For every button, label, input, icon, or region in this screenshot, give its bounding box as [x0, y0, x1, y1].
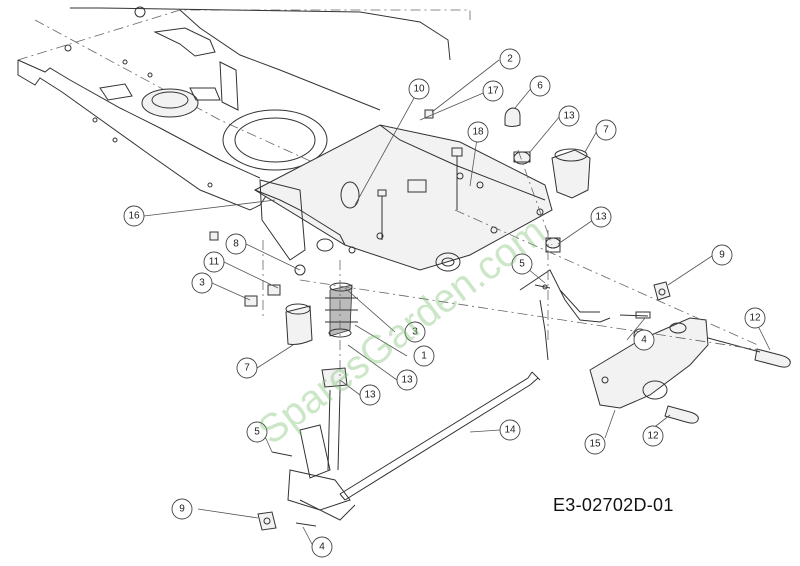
svg-text:1: 1 [421, 351, 427, 362]
callout-2: 2 [499, 48, 521, 70]
svg-text:8: 8 [233, 239, 239, 250]
svg-text:17: 17 [487, 86, 499, 97]
right-bushing-parts [504, 107, 591, 253]
svg-text:4: 4 [641, 335, 647, 346]
svg-text:13: 13 [364, 390, 376, 401]
callout-markers: 2 10 17 6 13 7 18 13 9 5 12 4 16 8 11 3 … [123, 48, 766, 558]
callout-7b: 7 [236, 357, 258, 379]
svg-text:9: 9 [179, 504, 185, 515]
tie-rod [339, 371, 541, 501]
svg-text:6: 6 [537, 81, 543, 92]
svg-text:7: 7 [244, 363, 250, 374]
callout-7a: 7 [595, 119, 617, 141]
svg-text:9: 9 [719, 250, 725, 261]
callout-9a: 9 [711, 244, 733, 266]
callout-10: 10 [408, 78, 430, 100]
svg-text:13: 13 [401, 375, 413, 386]
callout-3a: 3 [191, 272, 213, 294]
callout-3b: 3 [404, 321, 426, 343]
callout-8: 8 [225, 233, 247, 255]
callout-11: 11 [203, 251, 225, 273]
callout-13a: 13 [558, 105, 580, 127]
svg-text:13: 13 [595, 212, 607, 223]
left-washer [257, 511, 277, 531]
callout-5a: 5 [511, 253, 533, 275]
svg-text:13: 13 [563, 111, 575, 122]
right-deflector-shield [589, 317, 709, 409]
svg-text:18: 18 [472, 127, 484, 138]
right-spindle [519, 269, 651, 361]
callout-14: 14 [499, 419, 521, 441]
right-bolts [653, 281, 791, 424]
callout-12b: 12 [642, 425, 664, 447]
callout-4a: 4 [633, 329, 655, 351]
svg-text:14: 14 [504, 425, 516, 436]
callout-13c: 13 [396, 369, 418, 391]
callout-5b: 5 [246, 421, 268, 443]
callout-6: 6 [529, 75, 551, 97]
callout-9b: 9 [171, 498, 193, 520]
callout-15: 15 [584, 433, 606, 455]
left-bushing-parts [244, 282, 358, 345]
svg-text:3: 3 [199, 278, 205, 289]
callout-13d: 13 [359, 384, 381, 406]
callout-18: 18 [467, 121, 489, 143]
svg-text:15: 15 [589, 439, 601, 450]
svg-text:11: 11 [209, 257, 220, 268]
svg-text:5: 5 [519, 259, 525, 270]
centerlines [262, 149, 761, 400]
callout-16: 16 [123, 205, 145, 227]
callout-17: 17 [482, 80, 504, 102]
callout-1: 1 [413, 345, 435, 367]
svg-text:5: 5 [254, 427, 260, 438]
svg-text:12: 12 [647, 431, 659, 442]
svg-text:16: 16 [128, 211, 140, 222]
callout-13b: 13 [590, 206, 612, 228]
svg-text:7: 7 [603, 125, 609, 136]
svg-text:3: 3 [412, 327, 418, 338]
svg-text:10: 10 [413, 84, 425, 95]
svg-text:12: 12 [749, 313, 761, 324]
front-axle-beam [253, 124, 553, 276]
drawing-code-label: E3-02702D-01 [553, 495, 674, 515]
axle-bolts [209, 109, 463, 241]
callout-12a: 12 [744, 307, 766, 329]
callout-4b: 4 [311, 536, 333, 558]
svg-text:4: 4 [319, 542, 325, 553]
svg-text:2: 2 [507, 54, 513, 65]
